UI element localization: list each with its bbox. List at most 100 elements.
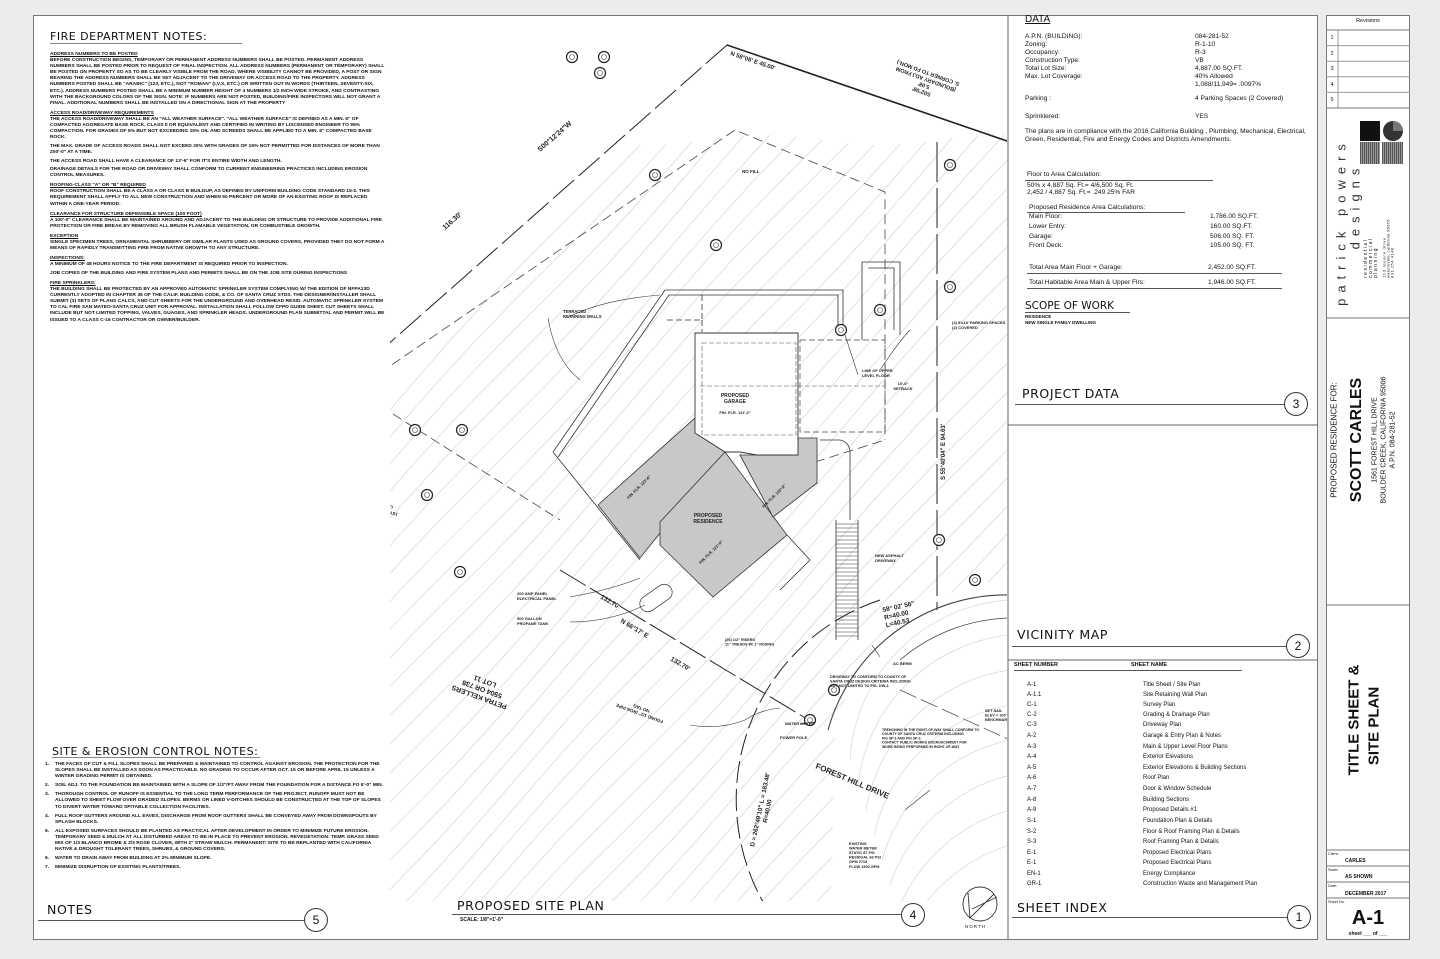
tree-icon-core [424, 492, 430, 498]
site-plan-label-line: ELEV = 100' [985, 714, 1007, 718]
contour-line [390, 141, 927, 716]
sheet-index-number: GR-1 [1027, 881, 1042, 887]
site-plan-label-line: NO TAG [632, 703, 650, 714]
site-note-number: 1. [45, 762, 50, 767]
fire-note-heading: INSPECTIONS: [50, 256, 85, 262]
tree-icon [420, 488, 434, 502]
revisions-label: Revisions [1356, 18, 1380, 24]
site-plan-label-line: TERRACED [563, 309, 586, 314]
notes-label-line [38, 920, 304, 921]
sheet-title-line-2: SITE PLAN [1365, 686, 1383, 766]
site-plan-label-line [452, 914, 901, 915]
sheet-index-name: Proposed Electrical Plans [1143, 860, 1212, 866]
site-note-number: 5. [45, 828, 50, 834]
site-note-number: 3. [45, 792, 50, 798]
far-line-2: 2,452 / 4,887 Sq. Ft.= .249 25% FAR [1027, 189, 1135, 196]
site-plan-label: S 55°40'04" E 94.63' [941, 423, 947, 480]
sheet-index-number: S-2 [1027, 829, 1037, 835]
driveway-edge [861, 261, 901, 340]
tree-icon [453, 565, 467, 579]
data-row-label: Occupancy: [1025, 49, 1060, 56]
fire-note-paragraph: THE ACCESS ROAD/DRIVEWAY SHALL BE AN "AL… [50, 116, 372, 141]
tree-icon-core [877, 307, 883, 313]
revision-number: 5 [1330, 97, 1334, 103]
site-note-number: 2. [45, 783, 50, 789]
site-note-item: 2.SOIL ADJ. TO THE FOUNDATION BE MAINTAI… [45, 783, 385, 789]
vicinity-map-line [1012, 646, 1286, 647]
site-plan-label-line: FLOW 1500 GPM [849, 865, 879, 869]
proposed-garage [694, 332, 799, 456]
site-plan-label: 10'-0"SETBACK [893, 381, 912, 391]
tree-icon [943, 158, 957, 172]
sheet-index-name: Exterior Elevations [1143, 754, 1194, 760]
site-note-text: FULL ROOF GUTTERS AROUND ALL EAVES, DISC… [55, 813, 377, 825]
client-label: Client: [1328, 852, 1339, 856]
sheet-index-line [1012, 917, 1288, 918]
notes-label: NOTES [47, 902, 93, 917]
curb-line [827, 594, 1007, 731]
scale-value: AS SHOWN [1345, 874, 1373, 880]
site-note-text: MINIMIZE DISRUPTION OF EXISTING PLANTS/T… [55, 865, 181, 871]
sheet-index-name: Roof Framing Plan & Details [1143, 839, 1219, 845]
contour-line [390, 144, 641, 411]
contour-line [881, 740, 1007, 861]
notes-number-badge: 5 [304, 908, 328, 932]
firm-service-planning: planning [1373, 247, 1379, 278]
logo-circle-quarter [1393, 121, 1403, 131]
tree-icon [932, 533, 946, 547]
firm-name-line-1: patrick powers [1333, 138, 1349, 306]
contour-line [737, 616, 1007, 901]
total-row-label: Total Habitable Area Main & Upper Flrs: [1029, 279, 1145, 286]
leader-line [844, 334, 859, 376]
contour-line [714, 588, 1007, 901]
logo-hatched-square [1382, 142, 1403, 164]
site-plan-label-line: (2) COVERED [952, 325, 978, 330]
site-plan-label-line: AC BERM [893, 661, 912, 666]
tree-icon-core [972, 577, 978, 583]
total-row-value: 2,452.00 SQ.FT. [1208, 264, 1257, 271]
site-plan-label-line: 5.08' [917, 80, 931, 90]
data-title: DATA [1025, 14, 1051, 25]
residence-wing-center [659, 451, 788, 598]
tree-icon-core [652, 172, 658, 178]
site-plan-label-line: WORK BEING PERFORMED IN RIGHT-OF-WAY [882, 745, 960, 749]
total-row-value: 1,946.00 SQ.FT. [1208, 279, 1257, 286]
north-arrow-icon [962, 886, 998, 922]
site-plan-label: NO FILL [742, 169, 760, 174]
data-row-value: 1,088/11,949= .0097% [1195, 81, 1262, 88]
site-plan-label-line: LEVEL FLOOR [862, 373, 890, 378]
sheet-index-number: E-1 [1027, 860, 1037, 866]
sheet-index-number: S-1 [1027, 818, 1037, 824]
title-block [1326, 15, 1410, 940]
site-plan-label-line: LINE OF UPPER [862, 368, 893, 373]
retaining-wall [552, 451, 641, 561]
site-plan-label-line: R=40.00 [762, 798, 774, 823]
area-row-value: 506.00 SQ. FT. [1210, 233, 1255, 240]
contour-line [390, 135, 979, 774]
tree-icon-core [713, 242, 719, 248]
data-row-value: 084-281-52 [1195, 33, 1229, 40]
contour-line [390, 135, 745, 519]
data-row-label: Construction Type: [1025, 57, 1080, 64]
fire-note-heading: EXCEPTION [50, 233, 79, 239]
contour-line [390, 140, 823, 602]
data-row-value: VB [1195, 57, 1204, 64]
sheet-index-header-number: SHEET NUMBER [1014, 662, 1059, 668]
contour-line [640, 505, 1007, 901]
site-note-text: ALL EXPOSED SURFACES SHOULD BE PLANTED A… [55, 828, 379, 853]
contour-line [849, 599, 1007, 761]
site-plan-label-line: DRIVEWAY [875, 558, 896, 563]
firm-name-line-2: designs [1347, 162, 1363, 250]
revision-number: 1 [1330, 35, 1334, 41]
fire-note-paragraph: SINGLE SPECIMEN TREES, ORNAMENTAL SHRUBB… [50, 240, 385, 252]
contour-line [390, 143, 901, 687]
tree-icon-core [947, 284, 953, 290]
site-plan-label-line: S 55°40'04" E 94.63' [941, 423, 947, 480]
site-plan-label-line: L=40.53 [885, 617, 910, 629]
area-title: Proposed Residence Area Calculations: [1029, 204, 1146, 211]
scope-line-2: NEW SINGLE FAMILY DWELLING [1025, 319, 1097, 325]
